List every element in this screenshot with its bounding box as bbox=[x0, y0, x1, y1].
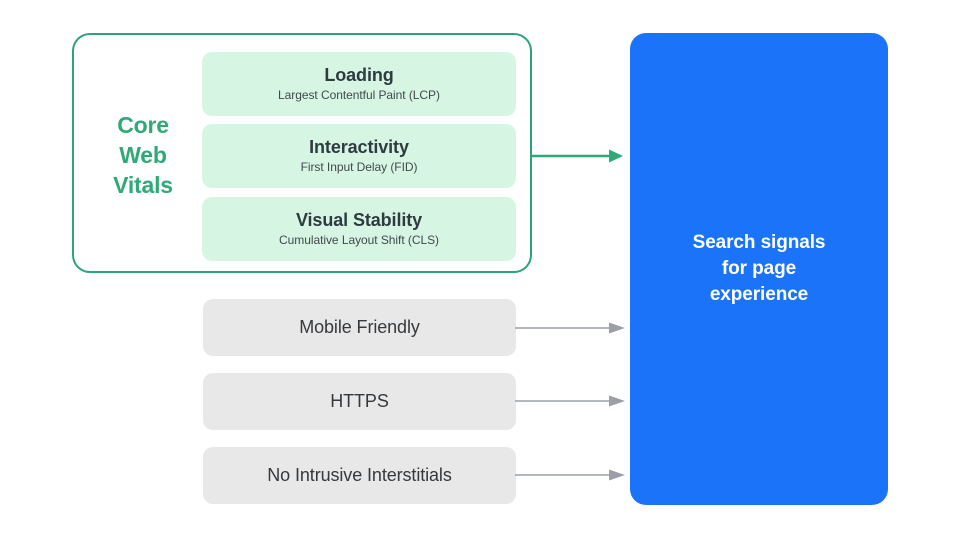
arrow-no-intrusive-interstitials-icon bbox=[515, 466, 625, 484]
core-web-vitals-group bbox=[72, 33, 532, 273]
core-web-vitals-label-line-2: Web bbox=[119, 142, 167, 168]
core-web-vitals-group-label: Core Web Vitals bbox=[93, 110, 193, 200]
arrow-core-web-vitals-icon bbox=[531, 147, 623, 165]
metric-title-loading: Loading bbox=[324, 65, 394, 85]
signal-box-mobile-friendly: Mobile Friendly bbox=[203, 299, 516, 356]
arrow-https-icon bbox=[515, 392, 625, 410]
metric-subtitle-interactivity: First Input Delay (FID) bbox=[300, 160, 418, 174]
signal-label-https: HTTPS bbox=[330, 391, 389, 411]
core-web-vitals-label-line-3: Vitals bbox=[113, 172, 173, 198]
signal-box-no-intrusive-interstitials: No Intrusive Interstitials bbox=[203, 447, 516, 504]
metric-card-visual-stability: Visual Stability Cumulative Layout Shift… bbox=[202, 197, 516, 261]
core-web-vitals-label-line-1: Core bbox=[117, 112, 169, 138]
destination-panel-search-signals: Search signals for page experience bbox=[630, 33, 888, 505]
destination-panel-label: Search signals for page experience bbox=[692, 232, 826, 305]
signal-label-no-intrusive-interstitials: No Intrusive Interstitials bbox=[267, 465, 452, 485]
metric-title-visual-stability: Visual Stability bbox=[295, 210, 423, 230]
metric-card-loading: Loading Largest Contentful Paint (LCP) bbox=[202, 52, 516, 116]
signal-label-mobile-friendly: Mobile Friendly bbox=[299, 317, 420, 337]
signal-box-https: HTTPS bbox=[203, 373, 516, 430]
metric-subtitle-visual-stability: Cumulative Layout Shift (CLS) bbox=[279, 233, 439, 247]
metric-title-interactivity: Interactivity bbox=[309, 137, 409, 157]
arrow-mobile-friendly-icon bbox=[515, 319, 625, 337]
metric-card-interactivity: Interactivity First Input Delay (FID) bbox=[202, 124, 516, 188]
metric-subtitle-loading: Largest Contentful Paint (LCP) bbox=[278, 88, 440, 102]
